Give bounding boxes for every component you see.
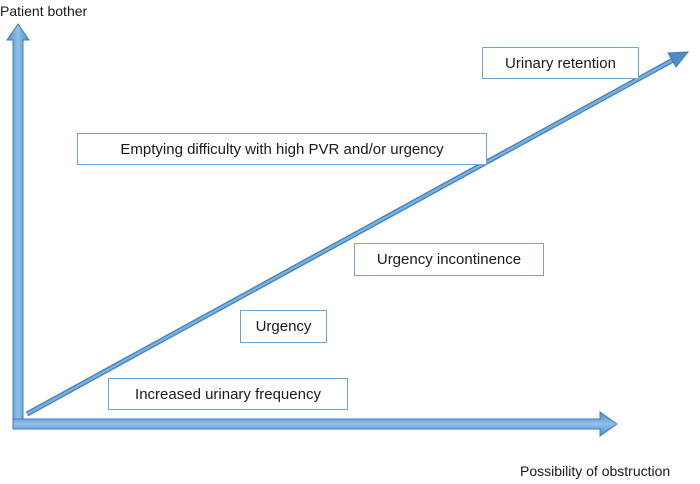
x-axis-arrow (12, 411, 618, 437)
stage-emptying-difficulty: Emptying difficulty with high PVR and/or… (77, 133, 487, 165)
stage-urgency: Urgency (240, 310, 327, 343)
stage-urinary-retention: Urinary retention (482, 47, 639, 79)
x-axis-label: Possibility of obstruction (520, 463, 671, 479)
diagonal-trend-arrow (25, 51, 690, 417)
y-axis-arrow (6, 23, 30, 429)
stage-increased-urinary-frequency: Increased urinary frequency (108, 378, 348, 410)
y-axis-label: Patient bother (0, 3, 88, 19)
stage-urgency-incontinence: Urgency incontinence (354, 243, 544, 276)
